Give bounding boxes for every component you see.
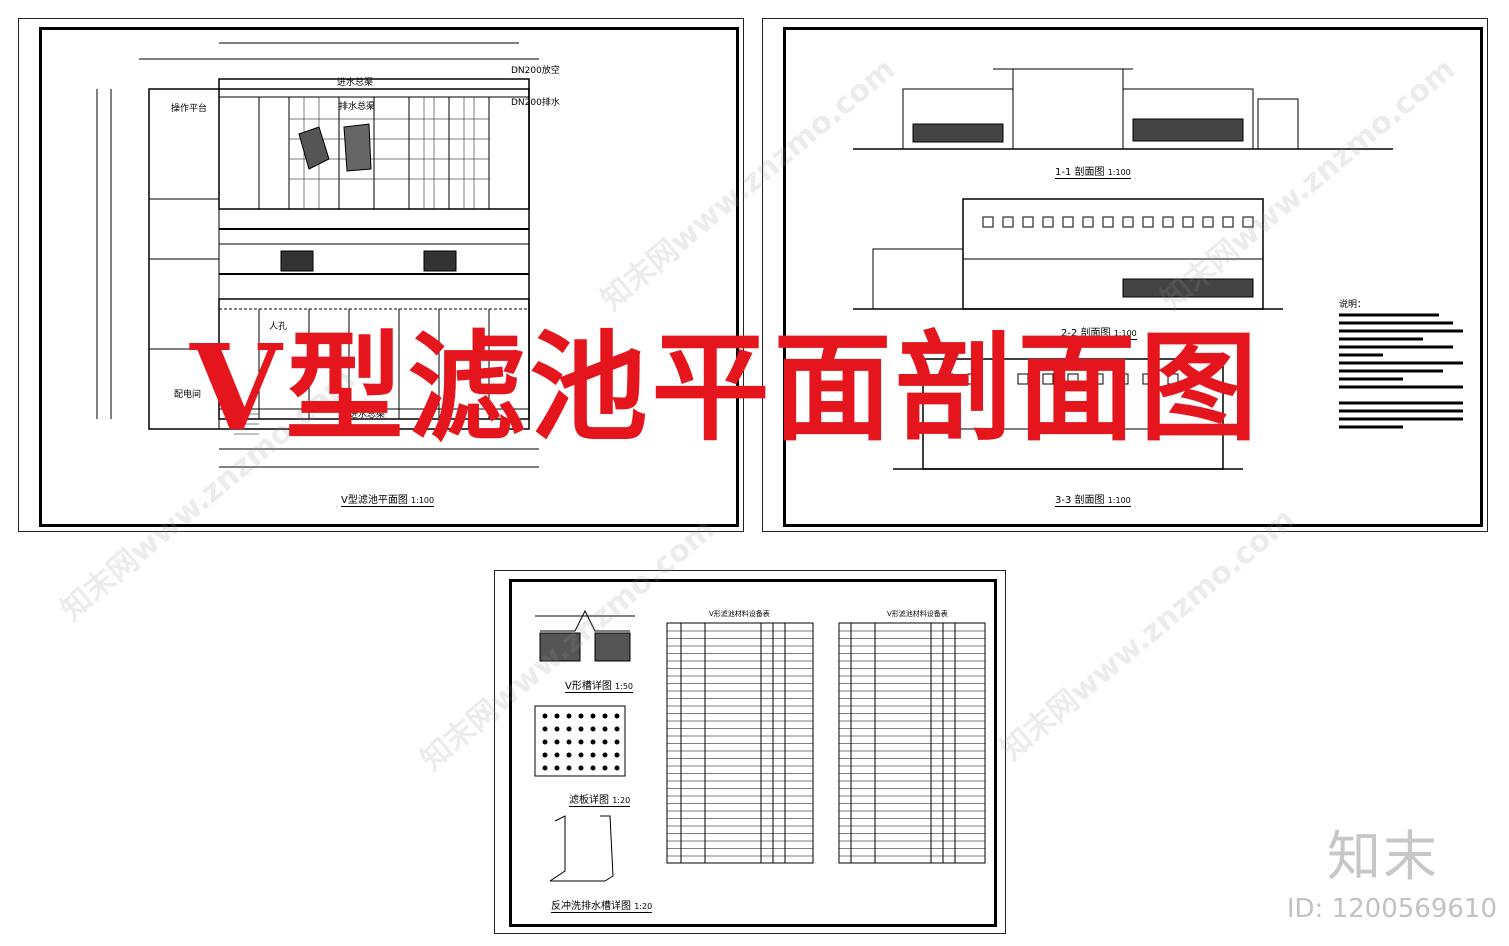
- section-2-scale: 1:100: [1113, 329, 1137, 338]
- section-1-title: 1-1 剖面图: [1055, 167, 1105, 178]
- plan-caption-text: V型滤池平面图: [341, 495, 408, 506]
- plan-drawing: [96, 42, 539, 468]
- plan-label-inlet-bottom: 进水总渠: [349, 410, 386, 420]
- plan-sheet: 进水总渠 排水总渠 DN200放空 DN200排水 操作平台 人孔 配电间 进水…: [18, 18, 744, 532]
- details-drawing: [534, 609, 986, 882]
- v-groove-caption: V形槽详图 1:50: [565, 677, 633, 693]
- plan-label-power-room: 配电间: [174, 390, 202, 400]
- backwash-caption: 反冲洗排水槽详图 1:20: [551, 897, 653, 913]
- plan-label-manhole: 人孔: [269, 322, 288, 332]
- section-3-title: 3-3 剖面图: [1055, 495, 1105, 506]
- overlay-title: V型滤池平面剖面图: [190, 318, 1262, 457]
- section-1-scale: 1:100: [1107, 168, 1131, 177]
- details-frame: [509, 579, 997, 927]
- backwash-title: 反冲洗排水槽详图: [551, 901, 631, 912]
- sections-sheet: 1-1 剖面图 1:100 2-2 剖面图 1:100 3-3 剖面图 1:10…: [762, 18, 1488, 532]
- plan-label-inlet-top: 进水总渠: [337, 78, 374, 88]
- plan-caption: V型滤池平面图 1:100: [341, 491, 435, 507]
- section-3-scale: 1:100: [1107, 496, 1131, 505]
- sections-drawing: [853, 68, 1463, 470]
- plan-label-operation: 操作平台: [171, 104, 208, 114]
- filter-plate-title: 滤板详图: [569, 795, 609, 806]
- v-groove-title: V形槽详图: [565, 681, 612, 692]
- brand-logo: 知末: [1327, 825, 1439, 888]
- image-id: ID: 1200569610: [1286, 894, 1497, 924]
- sections-frame: [783, 27, 1483, 527]
- plan-label-dn-drain: DN200排水: [511, 98, 560, 108]
- backwash-scale: 1:20: [634, 902, 653, 911]
- filter-plate-scale: 1:20: [612, 796, 631, 805]
- plan-label-dn-top: DN200放空: [511, 66, 560, 76]
- section-2-title: 2-2 剖面图: [1061, 328, 1111, 339]
- plan-caption-scale: 1:100: [411, 496, 435, 505]
- watermark: 知末网www.znzmo.com: [994, 501, 1302, 768]
- plan-frame: [39, 27, 739, 527]
- section-3-caption: 3-3 剖面图 1:100: [1055, 491, 1131, 507]
- plan-label-drain-top: 排水总渠: [339, 102, 376, 112]
- section-2-caption: 2-2 剖面图 1:100: [1061, 324, 1137, 340]
- v-groove-scale: 1:50: [615, 682, 633, 691]
- details-sheet: V形槽详图 1:50 滤板详图 1:20 反冲洗排水槽详图 1:20 V形滤池材…: [494, 570, 1006, 934]
- filter-plate-caption: 滤板详图 1:20: [569, 791, 631, 807]
- table-1-title: V形滤池材料设备表: [709, 610, 770, 618]
- table-2-title: V形滤池材料设备表: [887, 610, 948, 618]
- section-1-caption: 1-1 剖面图 1:100: [1055, 163, 1131, 179]
- notes-title: 说明：: [1339, 300, 1367, 310]
